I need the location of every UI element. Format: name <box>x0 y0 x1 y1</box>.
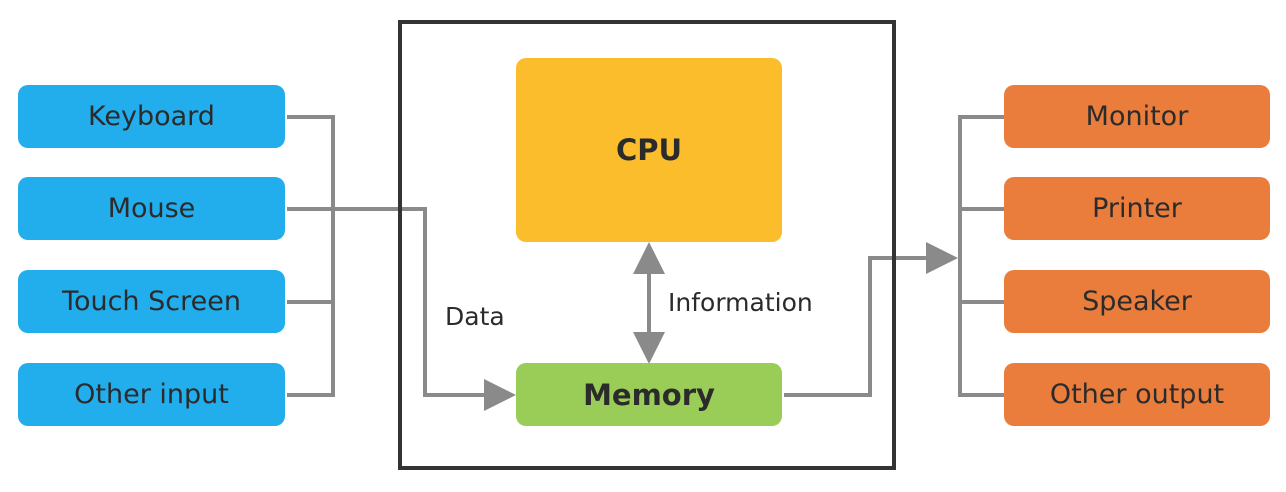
cpu-box: CPU <box>516 58 782 242</box>
input-mouse-label: Mouse <box>107 193 196 224</box>
output-speaker-label: Speaker <box>1082 286 1192 317</box>
output-monitor-label: Monitor <box>1085 101 1189 132</box>
input-mouse: Mouse <box>18 177 285 240</box>
output-other: Other output <box>1004 363 1270 426</box>
output-speaker: Speaker <box>1004 270 1270 333</box>
input-bus-line <box>287 115 335 397</box>
memory-box: Memory <box>516 363 782 426</box>
input-keyboard-label: Keyboard <box>88 101 215 132</box>
output-bus-line <box>958 115 1004 397</box>
memory-label: Memory <box>583 377 715 412</box>
computer-frame <box>398 20 896 470</box>
output-printer-label: Printer <box>1092 193 1182 224</box>
input-touch-screen-label: Touch Screen <box>62 286 241 317</box>
input-touch-screen: Touch Screen <box>18 270 285 333</box>
input-keyboard: Keyboard <box>18 85 285 148</box>
output-monitor: Monitor <box>1004 85 1270 148</box>
information-label: Information <box>668 288 813 317</box>
output-other-label: Other output <box>1049 379 1225 410</box>
cpu-label: CPU <box>615 133 683 167</box>
output-printer: Printer <box>1004 177 1270 240</box>
input-other-label: Other input <box>74 379 229 410</box>
input-other: Other input <box>18 363 285 426</box>
data-label: Data <box>445 302 505 331</box>
output-flow-arrow <box>784 242 958 397</box>
data-flow-arrow <box>287 207 516 411</box>
